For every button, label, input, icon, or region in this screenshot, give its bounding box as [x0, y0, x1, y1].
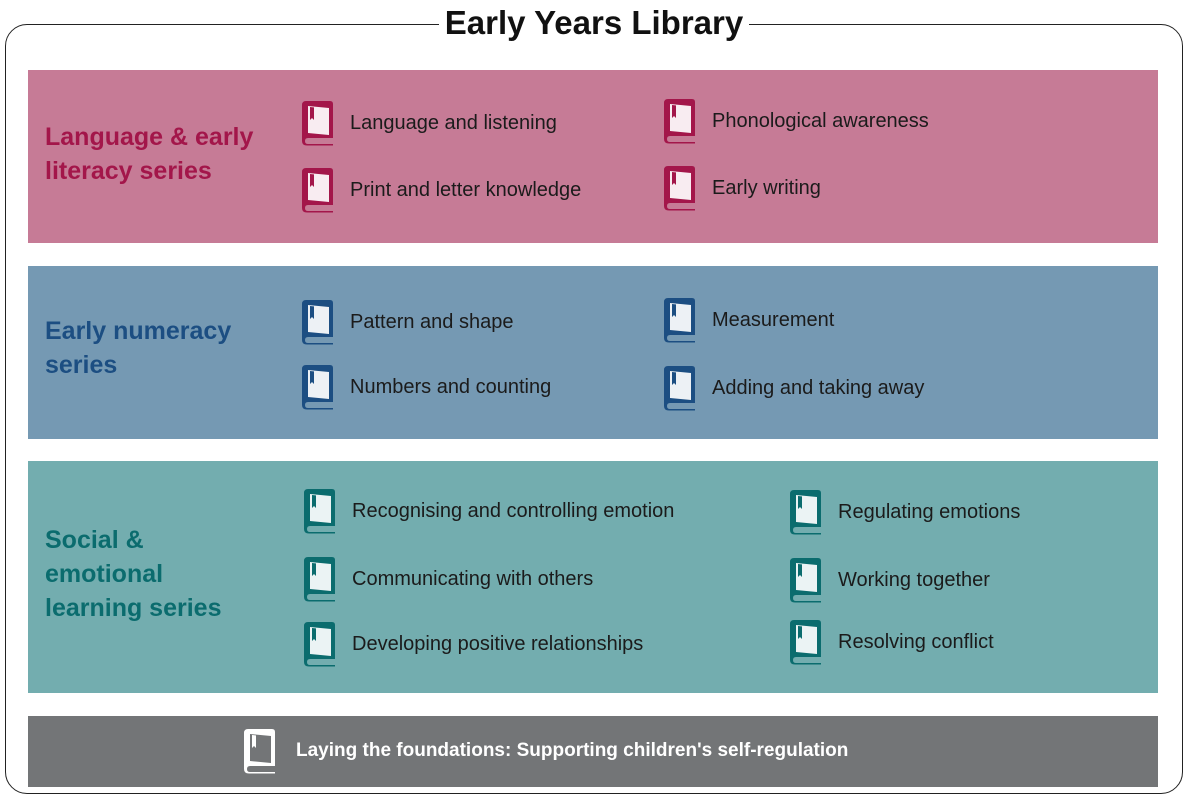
book-icon — [304, 489, 335, 534]
list-item[interactable]: Communicating with others — [300, 556, 593, 602]
book-icon — [790, 558, 821, 603]
item-label: Measurement — [712, 308, 835, 331]
book-icon — [664, 99, 695, 144]
item-label: Numbers and counting — [350, 375, 552, 398]
item-label: Pattern and shape — [350, 310, 514, 333]
item-label: Communicating with others — [352, 567, 594, 590]
item-label: Resolving conflict — [838, 630, 994, 653]
list-item[interactable]: Phonological awareness — [660, 98, 929, 144]
book-icon — [790, 490, 821, 535]
list-item[interactable]: Regulating emotions — [786, 489, 1020, 535]
book-icon — [664, 366, 695, 411]
series-title-language: Language & early literacy series — [45, 123, 254, 185]
item-label: Phonological awareness — [712, 109, 929, 132]
list-item[interactable]: Resolving conflict — [786, 619, 994, 665]
book-icon — [302, 365, 333, 410]
page-title: Early Years Library — [438, 0, 750, 46]
book-icon — [790, 620, 821, 665]
list-item[interactable]: Adding and taking away — [660, 365, 924, 411]
list-item[interactable]: Recognising and controlling emotion — [300, 488, 674, 534]
book-icon — [302, 300, 333, 345]
book-icon — [302, 168, 333, 213]
item-label: Laying the foundations: Supporting child… — [296, 740, 849, 761]
list-item[interactable]: Laying the foundations: Supporting child… — [240, 728, 848, 774]
list-item[interactable]: Language and listening — [298, 100, 557, 146]
book-icon — [664, 298, 695, 343]
list-item[interactable]: Working together — [786, 557, 990, 603]
book-icon — [664, 166, 695, 211]
list-item[interactable]: Measurement — [660, 297, 834, 343]
item-label: Recognising and controlling emotion — [352, 499, 675, 522]
book-icon — [304, 557, 335, 602]
item-label: Developing positive relationships — [352, 632, 644, 655]
book-icon — [302, 101, 333, 146]
list-item[interactable]: Pattern and shape — [298, 299, 513, 345]
social-emotional-section: Social & emotional learning series Recog… — [28, 461, 1158, 693]
series-title-social: Social & emotional learning series — [45, 526, 222, 622]
list-item[interactable]: Developing positive relationships — [300, 621, 643, 667]
foundations-section: Laying the foundations: Supporting child… — [28, 716, 1158, 787]
item-label: Early writing — [712, 176, 821, 199]
list-item[interactable]: Early writing — [660, 165, 821, 211]
item-label: Adding and taking away — [712, 376, 925, 399]
list-item[interactable]: Numbers and counting — [298, 364, 551, 410]
item-label: Print and letter knowledge — [350, 178, 582, 201]
item-label: Regulating emotions — [838, 500, 1021, 523]
book-icon — [304, 622, 335, 667]
language-literacy-section: Language & early literacy series Languag… — [28, 70, 1158, 243]
title-bar: Early Years Library — [0, 0, 1188, 46]
item-label: Language and listening — [350, 111, 557, 134]
item-label: Working together — [838, 568, 990, 591]
list-item[interactable]: Print and letter knowledge — [298, 167, 581, 213]
numeracy-section: Early numeracy series Pattern and shape … — [28, 266, 1158, 439]
series-title-numeracy: Early numeracy series — [45, 317, 232, 379]
book-icon — [244, 729, 275, 774]
